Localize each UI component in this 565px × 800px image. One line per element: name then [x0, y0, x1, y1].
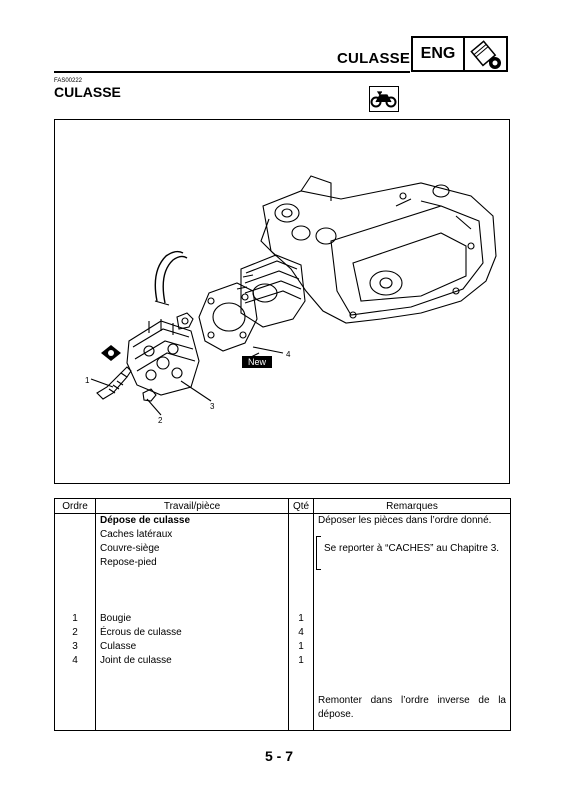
- work-column: Dépose de culasse Caches latéraux Couvre…: [95, 513, 289, 731]
- new-part-badge: New: [242, 356, 272, 368]
- work-cell: Couvre-siège: [100, 543, 160, 554]
- header-rule: [54, 71, 410, 73]
- header-order: Ordre: [54, 498, 96, 514]
- parts-table: Ordre Travail/pièce Qté Remarques 1 2 3 …: [54, 498, 511, 731]
- qty-cell: 1: [298, 641, 304, 652]
- remarks-column: Déposer les pièces dans l’ordre donné. S…: [313, 513, 511, 731]
- order-column: 1 2 3 4: [54, 513, 96, 731]
- order-cell: 4: [72, 655, 78, 666]
- callout-3: 3: [210, 402, 215, 411]
- table-header-row: Ordre Travail/pièce Qté Remarques: [54, 498, 511, 514]
- qty-column: 1 4 1 1: [288, 513, 314, 731]
- remarks-cell: Déposer les pièces dans l’ordre donné.: [318, 515, 492, 526]
- work-cell: Dépose de culasse: [100, 515, 191, 526]
- callout-1: 1: [85, 376, 90, 385]
- work-cell: Repose-pied: [100, 557, 157, 568]
- qty-cell: 4: [298, 627, 304, 638]
- qty-cell: 1: [298, 613, 304, 624]
- motorcycle-icon: [369, 86, 399, 112]
- callout-4: 4: [286, 350, 291, 359]
- order-cell: 1: [72, 613, 78, 624]
- page-number: 5 - 7: [265, 748, 294, 764]
- engine-piston-icon: [465, 39, 507, 71]
- torque-marker-icon: [101, 345, 121, 361]
- remarks-bracket: [316, 536, 321, 570]
- work-cell: Bougie: [100, 613, 132, 624]
- section-code: FAS00222: [54, 78, 83, 84]
- header-work: Travail/pièce: [95, 498, 289, 514]
- work-cell: Caches latéraux: [100, 529, 173, 540]
- exploded-view-figure: 1 2 3 4: [54, 119, 510, 484]
- remarks-cell: Se reporter à “CACHES” au Chapitre 3.: [324, 543, 500, 554]
- header-qty: Qté: [288, 498, 314, 514]
- work-cell: Écrous de culasse: [100, 627, 182, 638]
- order-cell: 3: [72, 641, 78, 652]
- callout-2: 2: [158, 416, 163, 425]
- cylinder-head-diagram: 1 2 3 4: [85, 175, 497, 425]
- table-body: 1 2 3 4 Dépose de culasse Caches latérau…: [54, 513, 511, 731]
- order-cell: 2: [72, 627, 78, 638]
- work-cell: Joint de culasse: [100, 655, 172, 666]
- header-title: CULASSE: [337, 50, 411, 67]
- eng-badge-label: ENG: [413, 38, 465, 70]
- section-badge: ENG: [411, 36, 508, 72]
- qty-cell: 1: [298, 655, 304, 666]
- header-remarks: Remarques: [313, 498, 511, 514]
- work-cell: Culasse: [100, 641, 137, 652]
- section-title: CULASSE: [54, 84, 121, 100]
- footer-remark: Remonter dans l’ordre inverse de la dépo…: [318, 695, 506, 720]
